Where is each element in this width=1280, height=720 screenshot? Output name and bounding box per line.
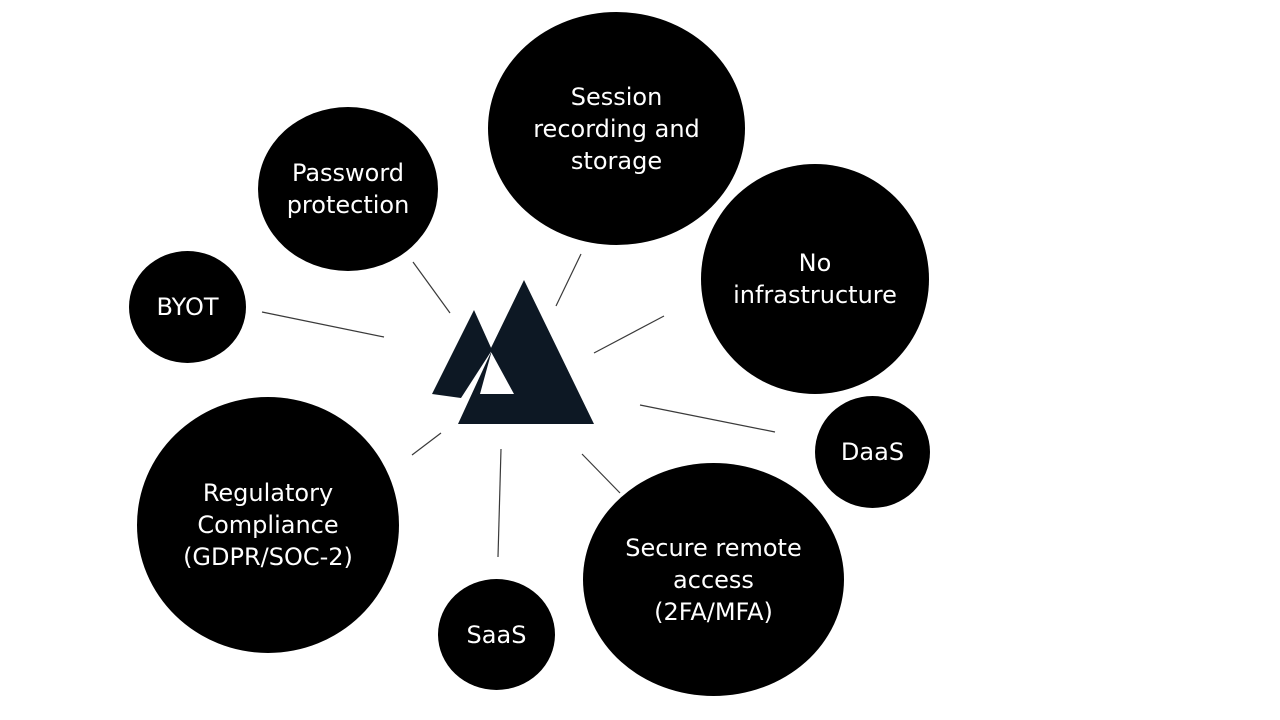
bubble-session-recording-label: Session recording and storage xyxy=(533,82,700,175)
bubble-password-protection-label: Password protection xyxy=(286,159,410,219)
bubble-saas-label: SaaS xyxy=(466,620,527,649)
bubble-session-recording: Session recording and storage xyxy=(488,12,745,245)
bubble-no-infrastructure-label: No infrastructure xyxy=(733,249,897,309)
bubble-secure-remote-access: Secure remote access (2FA/MFA) xyxy=(583,463,844,696)
connector-secure-remote xyxy=(581,453,621,494)
connector-session xyxy=(555,253,582,307)
bubble-secure-remote-access-label: Secure remote access (2FA/MFA) xyxy=(625,533,802,626)
bubble-byot: BYOT xyxy=(129,251,246,363)
mountain-triangle-logo-icon xyxy=(432,280,594,424)
connector-daas xyxy=(639,404,776,433)
connector-no-infrastructure xyxy=(593,315,665,354)
bubble-byot-label: BYOT xyxy=(156,293,219,321)
connector-byot xyxy=(261,311,385,338)
logo-left-triangle xyxy=(432,310,492,398)
connector-saas xyxy=(497,448,502,558)
bubble-daas: DaaS xyxy=(815,396,930,508)
bubble-regulatory-compliance-label: Regulatory Compliance (GDPR/SOC-2) xyxy=(183,479,353,571)
bubble-daas-label: DaaS xyxy=(840,438,905,466)
bubble-password-protection: Password protection xyxy=(258,107,438,271)
bubble-saas: SaaS xyxy=(438,579,555,690)
connector-regulatory xyxy=(411,432,442,456)
logo-shapes xyxy=(432,280,594,424)
bubble-regulatory-compliance: Regulatory Compliance (GDPR/SOC-2) xyxy=(137,397,399,653)
logo-right-triangle xyxy=(458,280,594,424)
connector-password xyxy=(412,261,451,314)
bubble-no-infrastructure: No infrastructure xyxy=(701,164,929,394)
